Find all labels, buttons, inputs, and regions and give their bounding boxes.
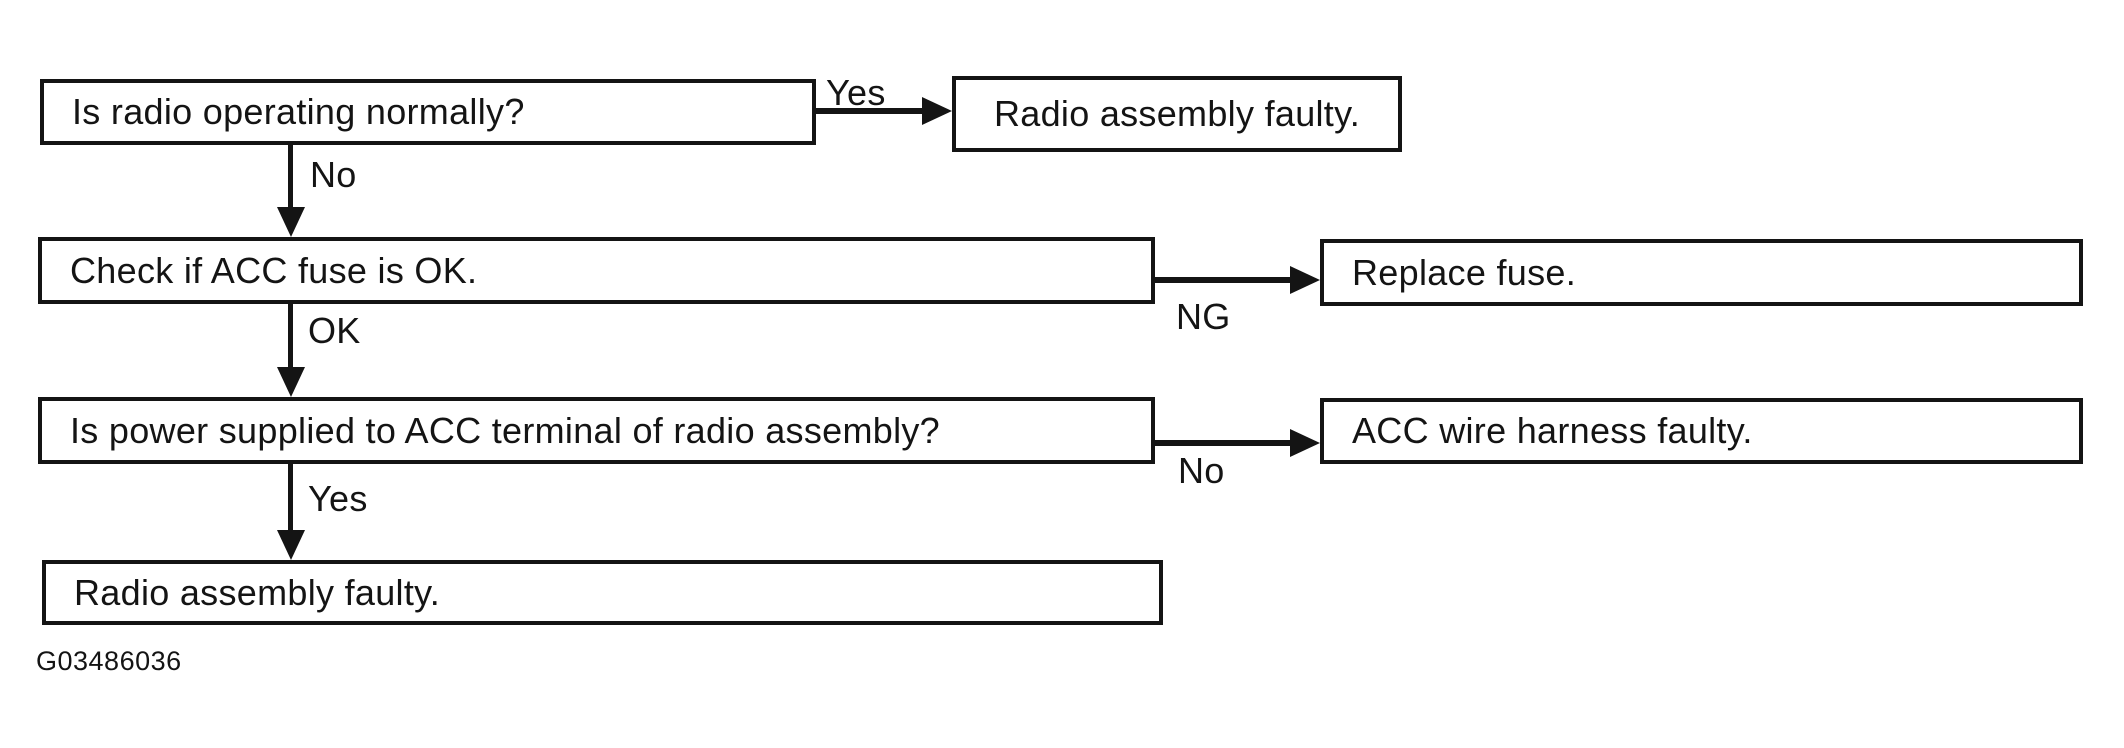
- node-check-acc-fuse: Check if ACC fuse is OK.: [38, 237, 1155, 304]
- node-acc-wire-harness-faulty: ACC wire harness faulty.: [1320, 398, 2083, 464]
- edge-label-yes: Yes: [826, 72, 886, 113]
- arrow-shaft: [288, 463, 293, 530]
- arrow-shaft: [1155, 440, 1292, 446]
- node-label: Replace fuse.: [1352, 251, 1577, 293]
- node-radio-assembly-faulty-top: Radio assembly faulty.: [952, 76, 1402, 152]
- arrow-right-icon: [922, 97, 952, 125]
- edge-label-no-2: No: [1178, 450, 1225, 491]
- arrow-right-icon: [1290, 429, 1320, 457]
- arrow-down-icon: [277, 530, 305, 560]
- edge-label-ng: NG: [1176, 296, 1231, 337]
- arrow-shaft: [288, 143, 293, 207]
- arrow-shaft: [816, 108, 924, 114]
- edge-label-no: No: [310, 154, 357, 195]
- arrow-right-icon: [1290, 266, 1320, 294]
- figure-code: G03486036: [36, 646, 182, 676]
- node-power-supplied-acc-terminal: Is power supplied to ACC terminal of rad…: [38, 397, 1155, 464]
- node-label: Radio assembly faulty.: [993, 93, 1361, 134]
- node-replace-fuse: Replace fuse.: [1320, 239, 2083, 306]
- node-label: Radio assembly faulty.: [74, 571, 441, 613]
- arrow-down-icon: [277, 367, 305, 397]
- node-label: Is radio operating normally?: [72, 91, 525, 132]
- node-label: Is power supplied to ACC terminal of rad…: [70, 409, 941, 451]
- arrow-shaft: [1155, 277, 1292, 283]
- node-radio-assembly-faulty-bottom: Radio assembly faulty.: [42, 560, 1163, 625]
- arrow-shaft: [288, 302, 293, 367]
- arrow-down-icon: [277, 207, 305, 237]
- node-is-radio-operating-normally: Is radio operating normally?: [40, 79, 816, 145]
- edge-label-yes-2: Yes: [308, 478, 368, 519]
- edge-label-ok: OK: [308, 310, 361, 351]
- node-label: ACC wire harness faulty.: [1352, 410, 1753, 451]
- node-label: Check if ACC fuse is OK.: [70, 249, 478, 291]
